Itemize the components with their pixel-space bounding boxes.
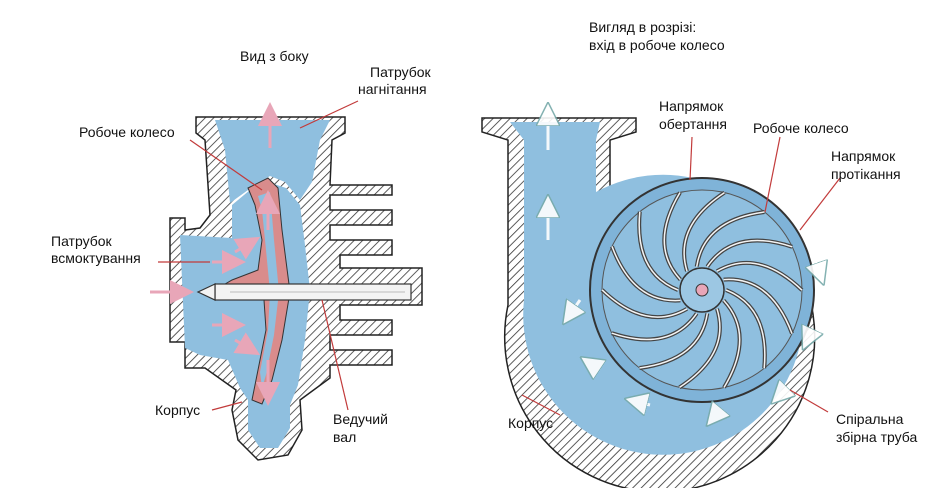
impeller-blade-highlight	[725, 289, 766, 369]
label-volute: Спіральна збірна труба	[836, 411, 917, 445]
impeller-blade-highlight	[695, 211, 765, 267]
section-view-title-line2: вхід в робоче колесо	[589, 37, 725, 53]
label-discharge-nozzle-line2: нагнітання	[358, 81, 427, 97]
label-drive-shaft-line2: вал	[333, 429, 356, 445]
section-leader-lines	[521, 136, 841, 416]
section-view-title-line1: Вигляд в розрізі:	[589, 19, 696, 35]
impeller-blade-highlight	[683, 191, 725, 272]
label-side-impeller: Робоче колесо	[79, 124, 175, 140]
impeller-blade-highlight	[723, 278, 793, 334]
section-impeller-blades	[600, 190, 804, 390]
label-rotation-direction-line1: Напрямок	[659, 98, 724, 114]
label-section-impeller: Робоче колесо	[753, 120, 849, 136]
section-hub-eye	[695, 283, 709, 297]
impeller-blade-highlight	[723, 299, 741, 388]
label-discharge-nozzle: Патрубок нагнітання	[358, 64, 435, 97]
impeller-blade-highlight	[611, 312, 698, 341]
label-drive-shaft-line1: Ведучий	[333, 411, 388, 427]
label-flow-direction: Напрямок протікання	[831, 148, 901, 182]
section-flow-arrows	[548, 108, 822, 422]
impeller-blade-highlight	[663, 192, 681, 281]
label-flow-direction-line1: Напрямок	[831, 148, 896, 164]
side-shaft-nose	[196, 283, 216, 301]
side-view-drawing	[150, 100, 423, 461]
label-suction-nozzle-line2: всмоктування	[51, 250, 141, 266]
impeller-blade-highlight	[638, 211, 679, 291]
label-discharge-nozzle-line1: Патрубок	[370, 64, 432, 80]
label-volute-line2: збірна труба	[836, 429, 917, 445]
label-section-casing: Корпус	[508, 415, 553, 431]
side-view-title: Вид з боку	[240, 48, 309, 64]
impeller-blade-highlight	[706, 239, 793, 268]
side-leader-lines	[158, 100, 359, 411]
impeller-blade-highlight	[716, 262, 803, 291]
impeller-blade-highlight	[601, 289, 688, 318]
side-discharge-water	[215, 120, 330, 203]
impeller-blade-highlight	[611, 246, 681, 302]
label-drive-shaft: Ведучий вал	[333, 411, 392, 445]
label-suction-nozzle-line1: Патрубок	[51, 233, 113, 249]
side-flow-arrows	[150, 102, 282, 406]
label-flow-direction-line2: протікання	[831, 166, 901, 182]
section-view-drawing	[481, 108, 841, 488]
side-impeller-channel	[258, 192, 279, 388]
section-view-title: Вигляд в розрізі: вхід в робоче колесо	[589, 19, 725, 53]
label-volute-line1: Спіральна	[836, 411, 904, 427]
label-suction-nozzle: Патрубок всмоктування	[51, 233, 141, 266]
label-rotation-direction-line2: обертання	[659, 116, 727, 132]
impeller-blade-highlight	[639, 313, 709, 369]
label-side-casing: Корпус	[155, 402, 200, 418]
label-rotation-direction: Напрямок обертання	[659, 98, 727, 132]
impeller-blade-highlight	[679, 308, 721, 389]
